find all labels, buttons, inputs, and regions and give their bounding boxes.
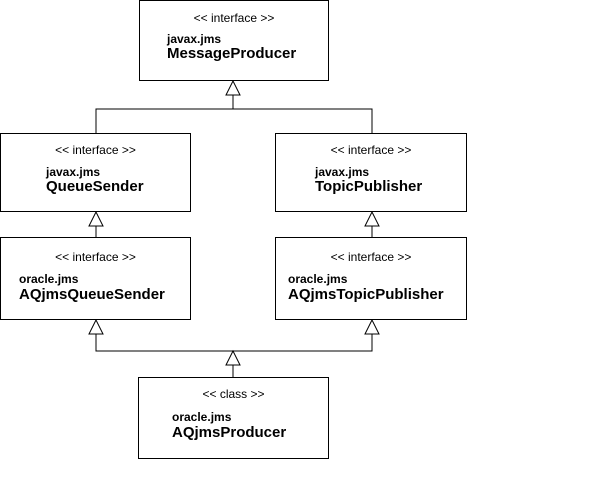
node-queue-sender: << interface >> javax.jms QueueSender: [0, 133, 191, 212]
package-label: oracle.jms: [288, 272, 348, 286]
node-aqjms-topic-publisher: << interface >> oracle.jms AQjmsTopicPub…: [275, 237, 467, 320]
edge-queue-sender-to-message-producer: [95, 95, 234, 133]
class-name: TopicPublisher: [315, 178, 423, 195]
stereotype-label: << interface >>: [55, 250, 136, 264]
package-label: javax.jms: [315, 165, 370, 179]
edge-aqjms-producer-to-aqjms-topic-publisher: [233, 334, 373, 352]
class-name: AQjmsProducer: [172, 424, 287, 441]
edge-aqjms-producer-to-aqjms-queue-sender: [95, 334, 234, 377]
package-label: oracle.jms: [172, 410, 232, 424]
stereotype-label: << interface >>: [55, 143, 136, 157]
class-name: QueueSender: [46, 178, 144, 195]
generalization-arrowhead-aqjms-topic-publisher: [364, 318, 380, 335]
node-topic-publisher: << interface >> javax.jms TopicPublisher: [275, 133, 467, 212]
package-label: oracle.jms: [19, 272, 79, 286]
stereotype-label: << interface >>: [330, 250, 412, 264]
generalization-arrowhead-aqjms-queue-sender: [88, 318, 104, 335]
node-aqjms-producer: << class >> oracle.jms AQjmsProducer: [138, 377, 329, 459]
stereotype-label: << interface >>: [193, 11, 275, 25]
generalization-arrowhead-queue-sender: [88, 210, 104, 227]
class-name: AQjmsQueueSender: [19, 286, 165, 303]
generalization-arrowhead-topic-publisher: [364, 210, 380, 227]
class-name: AQjmsTopicPublisher: [288, 286, 444, 303]
edge-topic-publisher-to-message-producer: [233, 108, 373, 133]
stereotype-label: << class >>: [202, 387, 265, 401]
node-message-producer: << interface >> javax.jms MessageProduce…: [139, 0, 329, 81]
stereotype-label: << interface >>: [330, 143, 412, 157]
node-aqjms-queue-sender: << interface >> oracle.jms AQjmsQueueSen…: [0, 237, 191, 320]
class-name: MessageProducer: [167, 45, 297, 62]
generalization-arrowhead-message-producer: [225, 79, 241, 96]
package-label: javax.jms: [46, 165, 101, 179]
package-label: javax.jms: [167, 32, 222, 46]
generalization-arrowhead-aqjms-producer: [225, 349, 241, 366]
